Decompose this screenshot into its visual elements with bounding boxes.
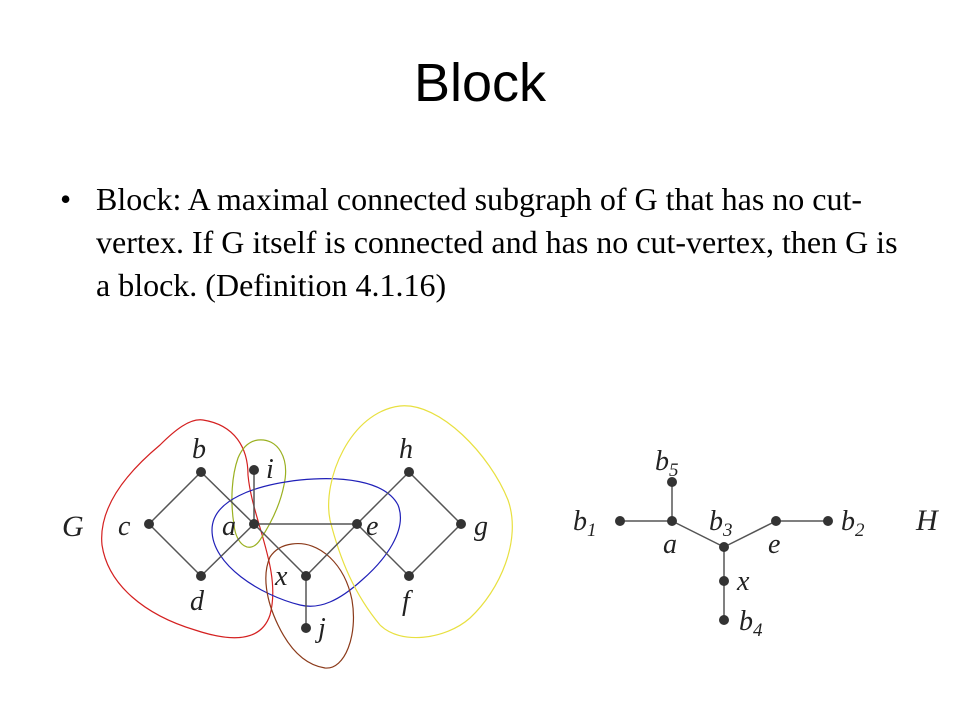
label-a-h: a	[663, 529, 677, 560]
label-x: x	[274, 561, 288, 592]
edge-b3-e	[723, 520, 777, 548]
edge-g-f	[408, 523, 462, 577]
vertex-i	[249, 465, 259, 475]
vertex-c	[144, 519, 154, 529]
vertex-b4	[719, 615, 729, 625]
vertex-g	[456, 519, 466, 529]
graph-h-edges	[620, 482, 828, 620]
edge-a-b3	[671, 520, 725, 548]
label-b5: b5	[655, 446, 679, 481]
label-j: j	[315, 613, 326, 644]
block-outline-green	[231, 439, 287, 548]
edge-e-f	[356, 523, 410, 577]
label-x-h: x	[736, 566, 750, 597]
vertex-j	[301, 623, 311, 633]
bullet-list: Block: A maximal connected subgraph of G…	[60, 178, 900, 307]
edge-e-x	[305, 523, 358, 577]
vertex-x	[301, 571, 311, 581]
graph-h-name: H	[915, 504, 940, 537]
edge-b-a	[200, 471, 255, 525]
vertex-b2	[823, 516, 833, 526]
edge-a-d	[200, 523, 255, 577]
vertex-h	[404, 467, 414, 477]
label-d: d	[190, 586, 205, 617]
label-b1: b1	[573, 506, 597, 541]
label-e: e	[366, 511, 378, 542]
label-b2: b2	[841, 506, 865, 541]
block-outline-blue	[211, 478, 401, 607]
label-g: g	[474, 511, 488, 542]
vertex-b	[196, 467, 206, 477]
block-outline-brown	[265, 543, 355, 669]
bullet-definition: Block: A maximal connected subgraph of G…	[60, 178, 900, 307]
vertex-d	[196, 571, 206, 581]
graph-g-vertices	[144, 465, 466, 633]
slide-title: Block	[413, 53, 547, 113]
vertex-b5	[667, 477, 677, 487]
graph-h: H b5 b1 b3 b2 b4 a e x	[573, 446, 940, 641]
label-a: a	[222, 511, 236, 542]
edge-a-x	[253, 523, 307, 577]
label-c: c	[118, 511, 131, 542]
block-outline-red	[101, 419, 274, 639]
label-e-h: e	[768, 529, 780, 560]
block-outline-yellow	[328, 405, 513, 639]
vertex-a-h	[667, 516, 677, 526]
graph-g-edges	[148, 470, 462, 628]
vertex-f	[404, 571, 414, 581]
label-f: f	[402, 586, 413, 617]
vertex-b1	[615, 516, 625, 526]
vertex-x-h	[719, 576, 729, 586]
vertex-b3	[719, 542, 729, 552]
label-b4: b4	[739, 606, 763, 641]
vertex-e	[352, 519, 362, 529]
label-b3: b3	[709, 506, 733, 541]
edge-c-d	[148, 523, 202, 577]
edge-b-c	[148, 471, 202, 525]
edge-e-h	[356, 471, 410, 525]
graph-h-vertices	[615, 477, 833, 625]
graph-g-name: G	[62, 510, 84, 543]
vertex-e-h	[771, 516, 781, 526]
vertex-a	[249, 519, 259, 529]
edge-h-g	[408, 471, 462, 525]
label-h: h	[399, 434, 413, 465]
label-b: b	[192, 434, 206, 465]
graph-g: G b i h c a e g x d f j	[62, 405, 513, 669]
label-i: i	[266, 454, 274, 485]
